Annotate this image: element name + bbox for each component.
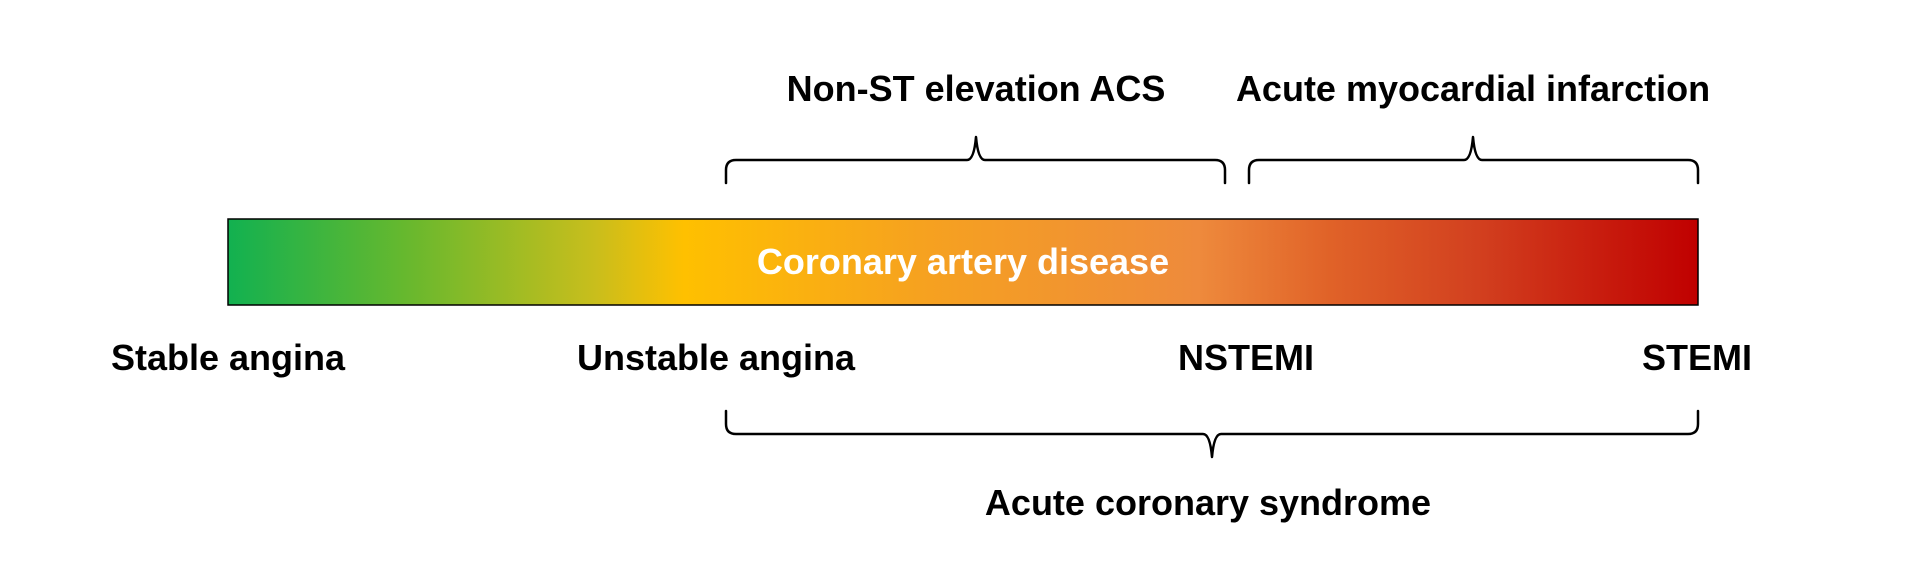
stage-label-stemi: STEMI — [1642, 337, 1752, 378]
stage-label-nstemi: NSTEMI — [1178, 337, 1314, 378]
spectrum-bar — [227, 218, 1699, 306]
spectrum-bar-title: Coronary artery disease — [757, 241, 1169, 282]
group-label-acute-coronary-syndrome: Acute coronary syndrome — [985, 482, 1431, 523]
brace-acute-myocardial-infarction — [1247, 135, 1700, 185]
brace-non-st-elevation-acs — [724, 135, 1227, 185]
brace-acute-coronary-syndrome — [724, 409, 1700, 459]
stage-label-unstable-angina: Unstable angina — [577, 337, 856, 378]
group-label-non-st-elevation-acs: Non-ST elevation ACS — [787, 68, 1166, 109]
stage-label-stable-angina: Stable angina — [111, 337, 346, 378]
group-label-acute-myocardial-infarction: Acute myocardial infarction — [1236, 68, 1710, 109]
